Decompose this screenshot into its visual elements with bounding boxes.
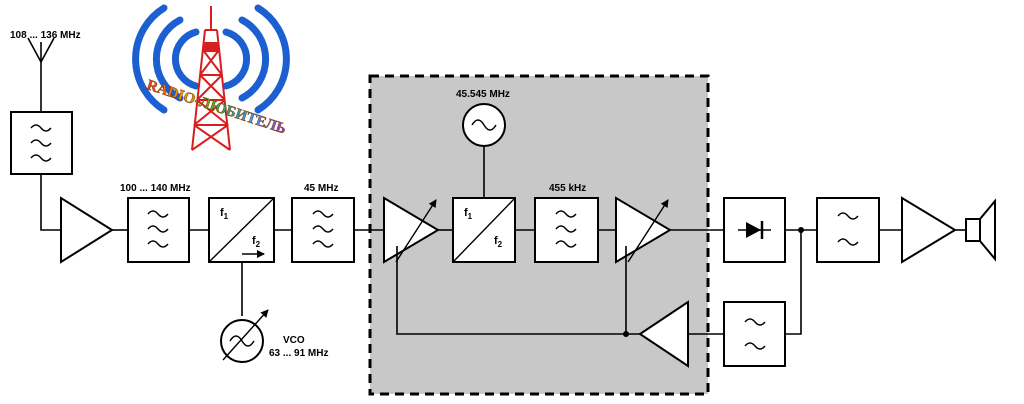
rf-filter-frequency-label: 100 ... 140 MHz — [120, 183, 191, 194]
mixer1-f1-label: f — [220, 207, 224, 219]
svg-text:f1: f1 — [220, 207, 229, 221]
mixer1-f2-subscript: 2 — [256, 240, 261, 249]
svg-text:f2: f2 — [252, 235, 261, 249]
audio-amplifier — [901, 196, 957, 264]
mixer2-f2-subscript: 2 — [498, 240, 503, 249]
if1-frequency-label: 45 MHz — [304, 183, 338, 194]
antenna-frequency-label: 108 ... 136 MHz — [10, 30, 81, 41]
vco-frequency-label: 63 ... 91 MHz — [269, 348, 328, 359]
svg-text:f2: f2 — [494, 235, 503, 249]
if2-frequency-label: 455 kHz — [549, 183, 586, 194]
antenna-icon — [27, 37, 55, 112]
speaker-icon — [965, 198, 996, 262]
rf-amplifier — [60, 196, 114, 264]
vco-label: VCO — [283, 335, 305, 346]
mixer2-f1-subscript: 1 — [468, 212, 473, 221]
audio-filter — [816, 197, 880, 263]
if-amplifier-2 — [615, 196, 672, 264]
mixer2-f2-label: f — [494, 235, 498, 247]
vco-oscillator — [220, 309, 269, 363]
input-filter-symbol — [30, 124, 52, 162]
radio-lyubitel-logo: RADIO-ЛЮБИТЕЛЬ — [132, 4, 290, 151]
lo2-frequency-label: 45.545 MHz — [456, 89, 510, 100]
svg-text:f1: f1 — [464, 207, 473, 221]
mixer2-f1-label: f — [464, 207, 468, 219]
agc-lowpass-filter — [723, 301, 786, 367]
mixer1-f2-label: f — [252, 235, 256, 247]
mixer1-f1-subscript: 1 — [224, 212, 229, 221]
diode-icon — [738, 221, 771, 239]
